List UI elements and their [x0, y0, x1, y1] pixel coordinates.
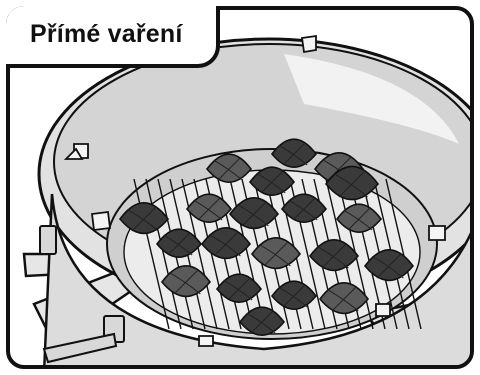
illustration-title: Přímé vaření [30, 20, 183, 49]
